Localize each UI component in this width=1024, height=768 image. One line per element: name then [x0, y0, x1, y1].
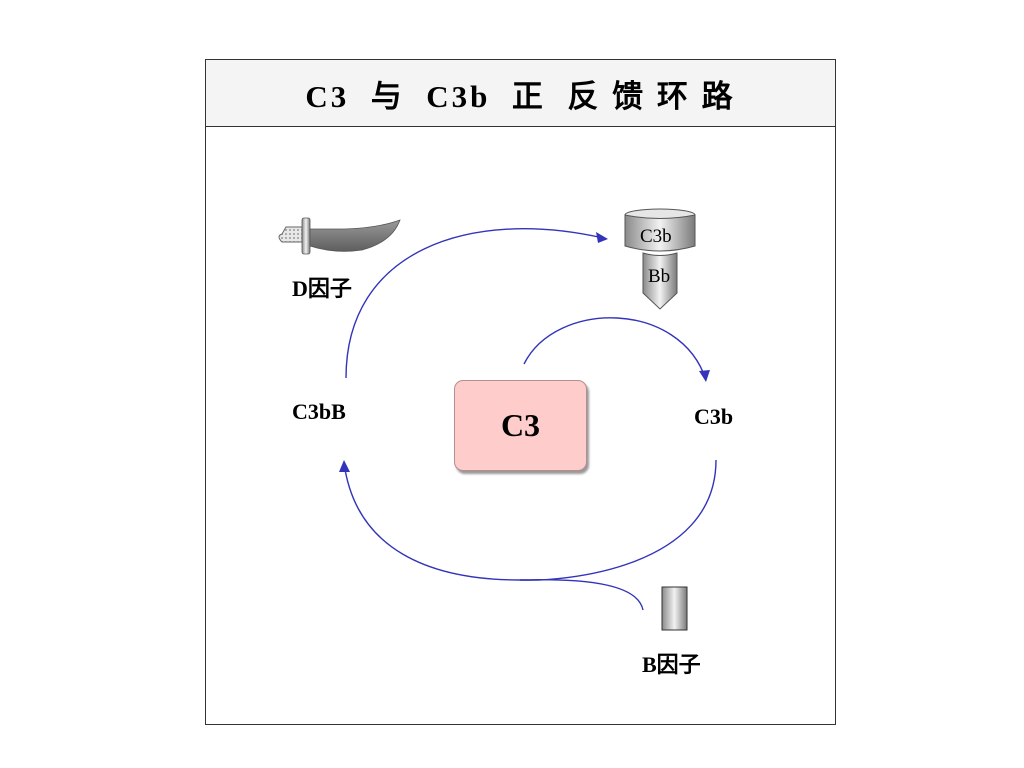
knife-icon	[278, 217, 401, 255]
factor-b-label: B因子	[642, 652, 701, 677]
title-bar: C3 与 C3b 正 反 馈 环 路	[205, 59, 836, 127]
arrow-heads	[339, 232, 710, 472]
arrow-factor-b-join	[519, 579, 644, 611]
arrow-c3-to-c3b	[523, 317, 707, 381]
c3-node: C3	[454, 380, 587, 471]
factor-d-label: D因子	[292, 276, 352, 301]
arrowhead-c3b	[699, 370, 710, 382]
c3-node-label: C3	[500, 407, 541, 443]
convertase-label-bottom: Bb	[648, 266, 671, 287]
factor-b-cylinder-icon	[661, 586, 688, 631]
node-c3bb-label: C3bB	[292, 399, 346, 424]
convertase-icon	[624, 208, 696, 310]
arrow-c3b-to-c3bb	[343, 459, 717, 581]
node-c3b-label: C3b	[694, 404, 734, 429]
arrow-c3bb-to-convertase	[345, 228, 604, 379]
arrowhead-convertase	[596, 232, 608, 243]
arrowhead-c3bb	[339, 460, 350, 472]
convertase-label-top: C3b	[640, 226, 672, 247]
feedback-arrows	[343, 228, 717, 611]
page-title: C3 与 C3b 正 反 馈 环 路	[305, 78, 736, 114]
